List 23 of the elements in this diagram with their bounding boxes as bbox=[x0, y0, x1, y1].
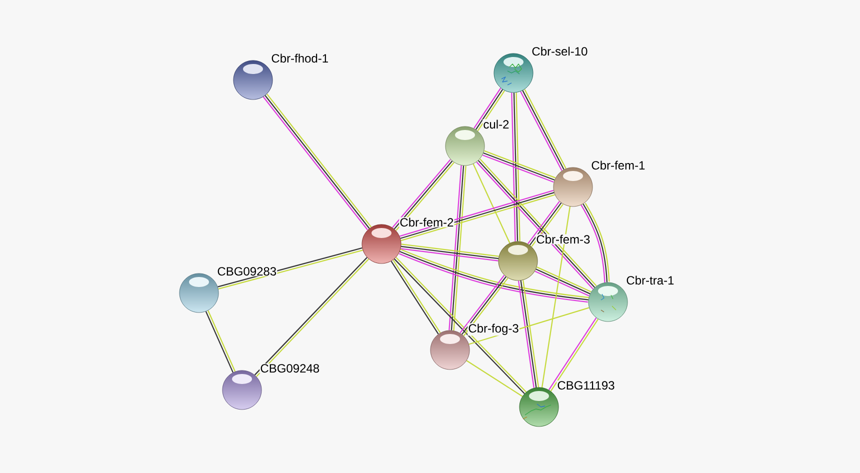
edge-line bbox=[466, 360, 523, 397]
edge-line bbox=[400, 246, 499, 260]
node-label: cul-2 bbox=[482, 119, 510, 130]
edge-line bbox=[541, 206, 571, 388]
node-label: Cbr-tra-1 bbox=[626, 275, 675, 286]
edge-line bbox=[511, 92, 516, 242]
edge-line bbox=[472, 164, 510, 244]
edge-line bbox=[448, 165, 462, 330]
node-label: Cbr-fem-3 bbox=[536, 234, 591, 244]
edge-line bbox=[401, 244, 499, 257]
edge-line bbox=[453, 166, 466, 331]
node-label: CBG09283 bbox=[216, 266, 278, 276]
edge-line bbox=[450, 166, 464, 330]
node-label: CBG11193 bbox=[556, 380, 616, 390]
node-label: Cbr-fhod-1 bbox=[270, 53, 330, 64]
node-label: Cbr-fem-1 bbox=[590, 160, 646, 170]
node-label: Cbr-fog-3 bbox=[468, 323, 520, 336]
node-label: CBG09248 bbox=[260, 364, 320, 374]
edge-line bbox=[400, 248, 498, 262]
node-label: Cbr-fem-2 bbox=[399, 217, 454, 228]
edge-line bbox=[513, 92, 518, 242]
edge-line bbox=[516, 92, 520, 242]
node-label: Cbr-sel-10 bbox=[531, 46, 588, 56]
